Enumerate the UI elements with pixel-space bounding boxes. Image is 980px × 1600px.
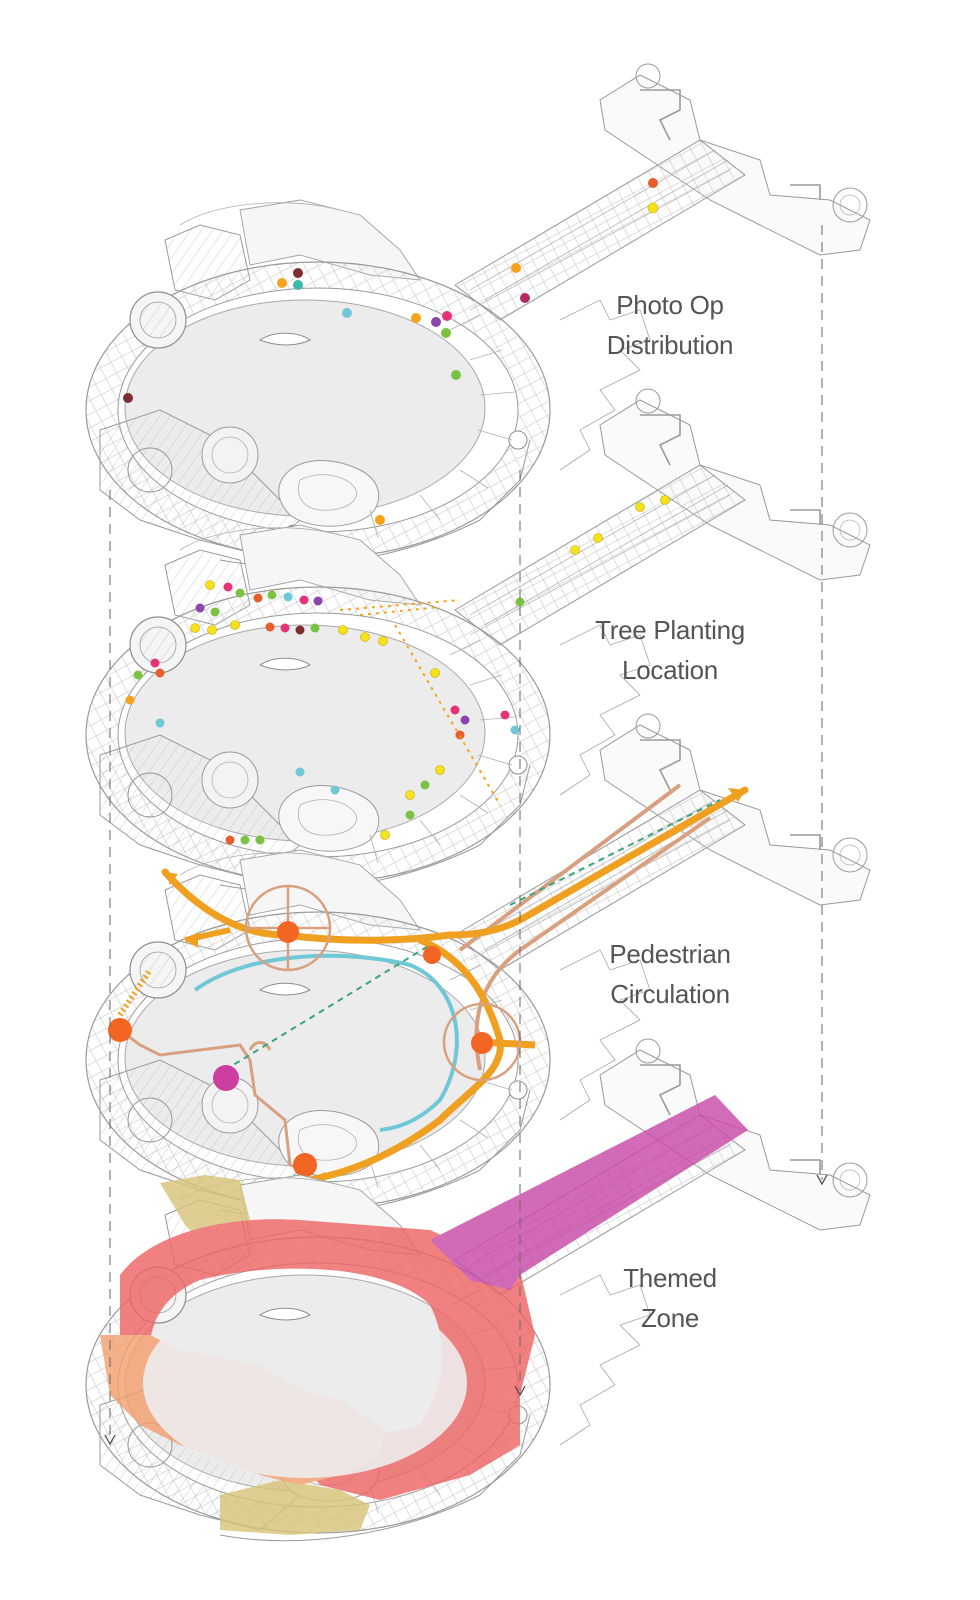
plan-layer-photo-op <box>85 63 871 567</box>
photo-op-marker <box>648 178 658 188</box>
photo-op-marker <box>442 311 452 321</box>
label-themed-zone: Themed Zone <box>560 1258 780 1338</box>
plan-layer-pedestrian-circulation <box>85 713 871 1217</box>
circulation-node <box>293 1153 317 1177</box>
label-line-1: Themed <box>623 1263 717 1293</box>
label-line-1: Tree Planting <box>595 615 745 645</box>
photo-op-marker <box>441 328 451 338</box>
label-line-1: Pedestrian <box>609 939 731 969</box>
label-pedestrian-circulation: Pedestrian Circulation <box>560 934 780 1014</box>
photo-op-marker <box>647 202 659 214</box>
photo-op-marker <box>293 280 303 290</box>
circulation-node <box>423 946 441 964</box>
plan-layer-tree-planting <box>85 388 871 892</box>
label-photo-op-distribution: Photo Op Distribution <box>560 285 780 365</box>
label-line-2: Distribution <box>606 330 734 360</box>
photo-op-marker <box>277 278 287 288</box>
circulation-node <box>277 921 299 943</box>
circulation-routes <box>108 783 749 1188</box>
photo-op-marker <box>431 317 441 327</box>
circulation-node <box>108 1018 132 1042</box>
photo-op-marker <box>451 370 461 380</box>
label-tree-planting-location: Tree Planting Location <box>560 610 780 690</box>
alignment-guides <box>109 225 823 1440</box>
guide-arrowheads <box>104 1174 828 1446</box>
photo-op-marker <box>375 515 385 525</box>
circulation-node <box>471 1032 493 1054</box>
circulation-node-special <box>213 1065 239 1091</box>
photo-op-marker <box>342 308 352 318</box>
photo-op-marker <box>411 313 421 323</box>
photo-op-marker <box>520 293 530 303</box>
label-line-2: Zone <box>640 1303 700 1333</box>
photo-op-marker <box>511 263 521 273</box>
photo-op-marker <box>293 268 303 278</box>
label-line-2: Circulation <box>610 979 730 1009</box>
plan-layer-themed-zone <box>85 1038 871 1542</box>
label-line-1: Photo Op <box>616 290 724 320</box>
photo-op-markers <box>123 178 659 535</box>
label-line-2: Location <box>622 655 718 685</box>
photo-op-marker <box>123 393 133 403</box>
tree-planting-markers <box>125 495 670 845</box>
